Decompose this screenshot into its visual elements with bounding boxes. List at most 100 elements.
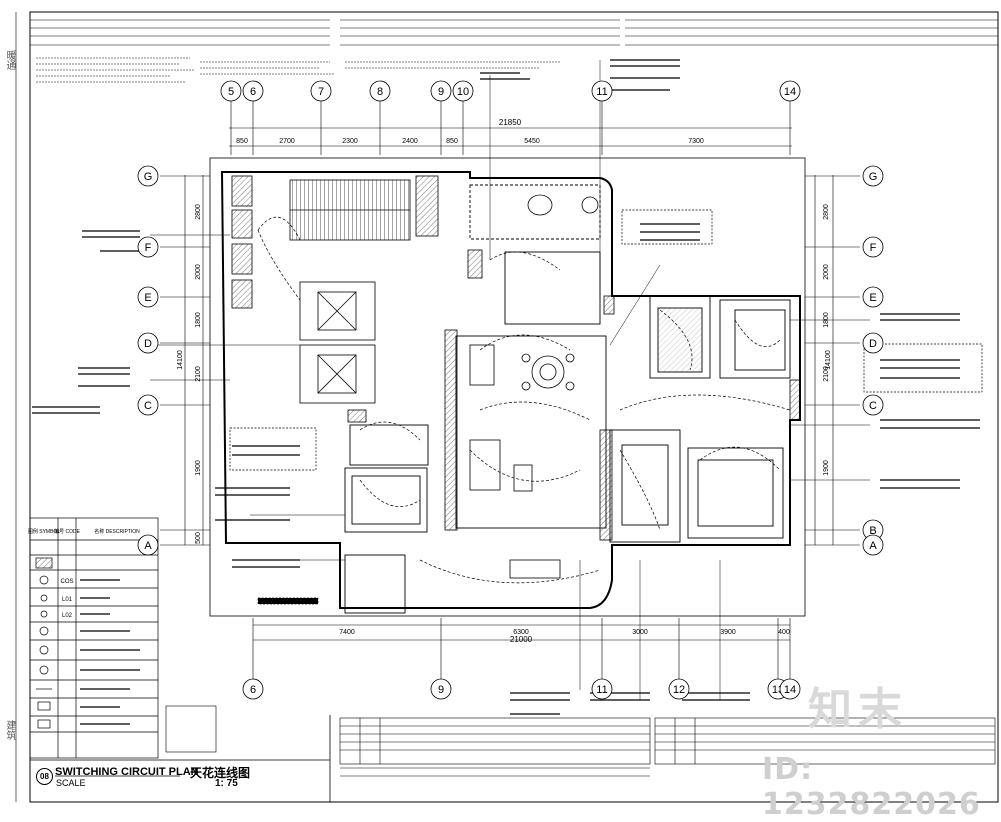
drawing-number: 08 — [36, 768, 53, 785]
plan-outline — [209, 157, 806, 617]
grid-bubble-bottom-12-label: 12 — [673, 684, 685, 696]
grid-bubble-left-G-label: G — [144, 171, 153, 183]
grid-bubble-bottom-14-label: 14 — [784, 684, 796, 696]
grid-bubble-right-D — [862, 332, 884, 354]
drawing-title-cn: 天花连线图 — [190, 766, 251, 780]
grid-bubble-bottom-9 — [430, 678, 452, 700]
circuit-lines — [257, 216, 791, 584]
dimension-right — [805, 175, 860, 546]
dim-top-total: 21850 — [499, 118, 522, 127]
grid-bubble-top-9 — [430, 80, 452, 102]
callout-boxes — [229, 209, 983, 605]
grid-bubble-left-G — [137, 165, 159, 187]
grid-bubble-top-8-label: 8 — [377, 86, 383, 98]
legend-table — [29, 517, 159, 759]
grid-bubble-right-D-label: D — [869, 338, 877, 350]
grid-bubble-right-A-label: A — [869, 540, 877, 552]
dimension-left — [160, 175, 210, 546]
grid-bubble-left-C — [137, 394, 159, 416]
watermark-id: ID: 1232822026 — [762, 752, 981, 822]
furniture — [469, 194, 599, 579]
legend-header-0: 图例 SYMBOL — [28, 528, 60, 535]
grid-bubble-top-5-label: 5 — [228, 86, 234, 98]
dim-bottom-4: 400 — [778, 629, 790, 636]
grid-bubble-left-F-label: F — [145, 242, 152, 254]
dim-bottom-1: 6300 — [513, 629, 529, 636]
dim-right-total: 14100 — [825, 350, 832, 370]
grid-bubble-right-C-label: C — [869, 400, 877, 412]
dim-left-5: 500 — [195, 532, 202, 544]
dimension-top — [229, 100, 792, 155]
dim-right-1: 2000 — [823, 264, 830, 280]
dim-top-3: 2400 — [402, 138, 418, 145]
grid-bubble-right-G — [862, 165, 884, 187]
dim-top-0: 850 — [236, 138, 248, 145]
legend-code-COS: COS — [60, 579, 73, 585]
grid-bubble-top-9-label: 9 — [438, 86, 444, 98]
drawing-title-en: SWITCHING CIRCUIT PLAN — [55, 766, 199, 778]
dim-bottom-0: 7400 — [339, 629, 355, 636]
grid-bubble-right-F-label: F — [870, 242, 877, 254]
dim-left-0: 2800 — [195, 204, 202, 220]
legend-code-L02: L02 — [62, 613, 73, 619]
dim-right-4: 1900 — [823, 460, 830, 476]
grid-bubble-top-10-label: 10 — [457, 86, 469, 98]
dim-top-2: 2300 — [342, 138, 358, 145]
dim-left-total: 14100 — [177, 350, 184, 370]
grid-bubble-left-D — [137, 332, 159, 354]
side-label-arch: 建筑 — [4, 720, 15, 740]
dim-bottom-2: 3000 — [632, 629, 648, 636]
header-notes — [30, 19, 998, 83]
grid-bubble-right-C — [862, 394, 884, 416]
grid-bubble-top-11 — [591, 80, 613, 102]
grid-bubble-right-G-label: G — [869, 171, 878, 183]
grid-bubble-top-7 — [310, 80, 332, 102]
grid-bubble-left-F — [137, 236, 159, 258]
grid-bubble-bottom-12 — [668, 678, 690, 700]
grid-bubble-bottom-11-label: 11 — [596, 684, 607, 696]
dim-left-4: 1900 — [195, 460, 202, 476]
elevators — [299, 281, 376, 404]
grid-bubble-top-10 — [452, 80, 474, 102]
dim-right-3: 2100 — [823, 366, 830, 382]
grid-bubble-top-8 — [369, 80, 391, 102]
dim-bottom-3: 3900 — [720, 629, 736, 636]
grid-bubble-bottom-11 — [591, 678, 613, 700]
legend-header-2: 名称 DESCRIPTION — [94, 528, 140, 535]
grid-bubble-left-D-label: D — [144, 338, 152, 350]
grid-bubble-left-A-label: A — [144, 540, 152, 552]
grid-bubble-bottom-6-label: 6 — [250, 684, 256, 696]
dim-top-4: 850 — [446, 138, 458, 145]
grid-bubble-right-B-label: B — [869, 525, 876, 537]
dim-left-2: 1800 — [195, 312, 202, 328]
dim-left-1: 2000 — [195, 264, 202, 280]
dim-top-5: 5450 — [524, 138, 540, 145]
legend-header-1: 编号 CODE — [54, 528, 81, 535]
grid-bubble-bottom-6 — [242, 678, 264, 700]
grid-bubble-top-14-label: 14 — [784, 86, 796, 98]
grid-bubble-top-11-label: 11 — [596, 86, 607, 98]
grid-bubble-top-7-label: 7 — [318, 86, 324, 98]
dim-top-1: 2700 — [279, 138, 295, 145]
schedule-tables — [165, 705, 996, 777]
dim-left-3: 2100 — [195, 366, 202, 382]
scale-label: SCALE — [56, 778, 86, 788]
legend-code-L01: L01 — [62, 597, 73, 603]
rooms — [344, 184, 791, 614]
structural-columns — [231, 175, 801, 541]
grid-bubble-left-A — [137, 534, 159, 556]
grid-bubble-left-C-label: C — [144, 400, 152, 412]
grid-bubble-right-E — [862, 286, 884, 308]
grid-bubble-left-E — [137, 286, 159, 308]
grid-bubble-bottom-14 — [779, 678, 801, 700]
grid-bubble-left-E-label: E — [144, 292, 151, 304]
side-label-hvac: 暖通 — [4, 50, 15, 70]
sheet-border — [29, 11, 999, 803]
grid-bubble-right-A — [862, 534, 884, 556]
grid-bubble-right-F — [862, 236, 884, 258]
grid-bubble-right-E-label: E — [869, 292, 876, 304]
dim-top-6: 7300 — [688, 138, 704, 145]
dim-right-2: 1800 — [823, 312, 830, 328]
